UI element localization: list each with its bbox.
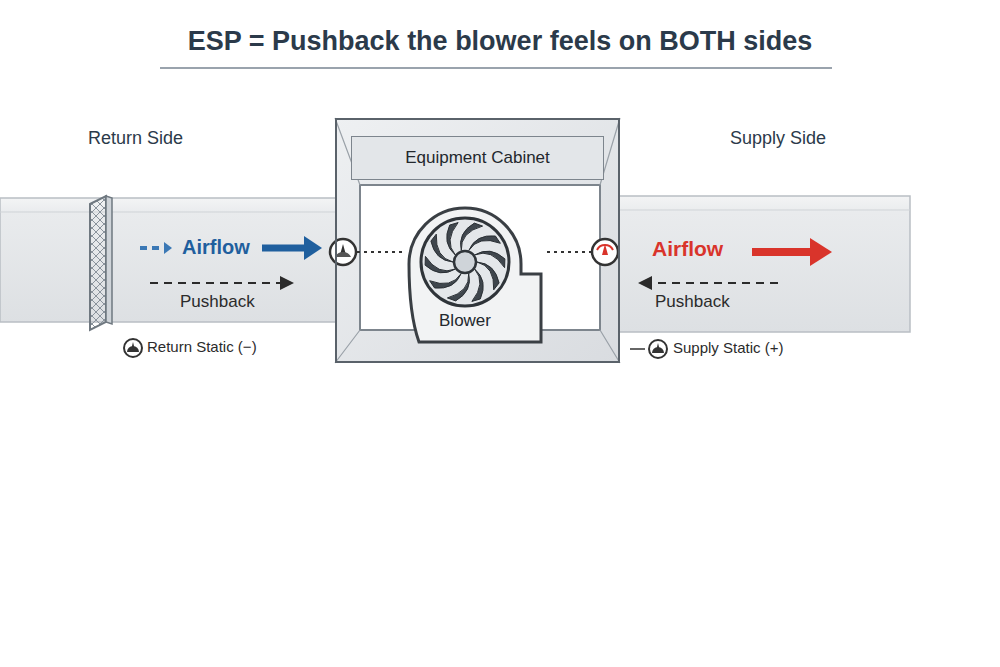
blower: Blower <box>395 202 545 347</box>
side-heading: Supply Side <box>730 128 826 149</box>
title-underline <box>160 67 832 69</box>
static-label: Return Static (−) <box>147 338 257 355</box>
pushback-arrow-head <box>280 276 294 290</box>
pushback-arrow <box>150 282 283 284</box>
airflow-arrow <box>262 245 308 252</box>
airflow-label: Airflow <box>652 237 723 261</box>
cabinet-body <box>335 118 620 363</box>
airflow-arrow <box>752 248 814 256</box>
airflow-arrow-head <box>810 238 832 266</box>
air-filter <box>90 196 106 330</box>
gauge-icon <box>649 340 667 358</box>
pushback-arrow <box>649 282 778 284</box>
airflow-arrow-head <box>304 236 322 260</box>
airflow-lead-arrow <box>140 246 166 250</box>
diagram-title: ESP = Pushback the blower feels on BOTH … <box>0 26 1000 57</box>
airflow-lead-arrow-head <box>164 242 172 254</box>
blower-label: Blower <box>395 311 535 331</box>
sensor-line <box>357 251 405 253</box>
pressure-gauge <box>330 239 356 265</box>
pressure-gauge <box>592 239 618 265</box>
equipment-cabinet: Equipment CabinetBlower <box>335 118 620 363</box>
cabinet-heading: Equipment Cabinet <box>351 136 604 180</box>
return-duct <box>0 198 337 322</box>
pushback-arrow-head <box>638 276 652 290</box>
gauge-icon <box>124 339 142 357</box>
supply-duct <box>618 196 910 332</box>
sensor-line <box>547 251 591 253</box>
airflow-label: Airflow <box>182 236 250 259</box>
pushback-label: Pushback <box>655 292 730 312</box>
static-label: Supply Static (+) <box>673 339 783 356</box>
pushback-label: Pushback <box>180 292 255 312</box>
side-heading: Return Side <box>88 128 183 149</box>
